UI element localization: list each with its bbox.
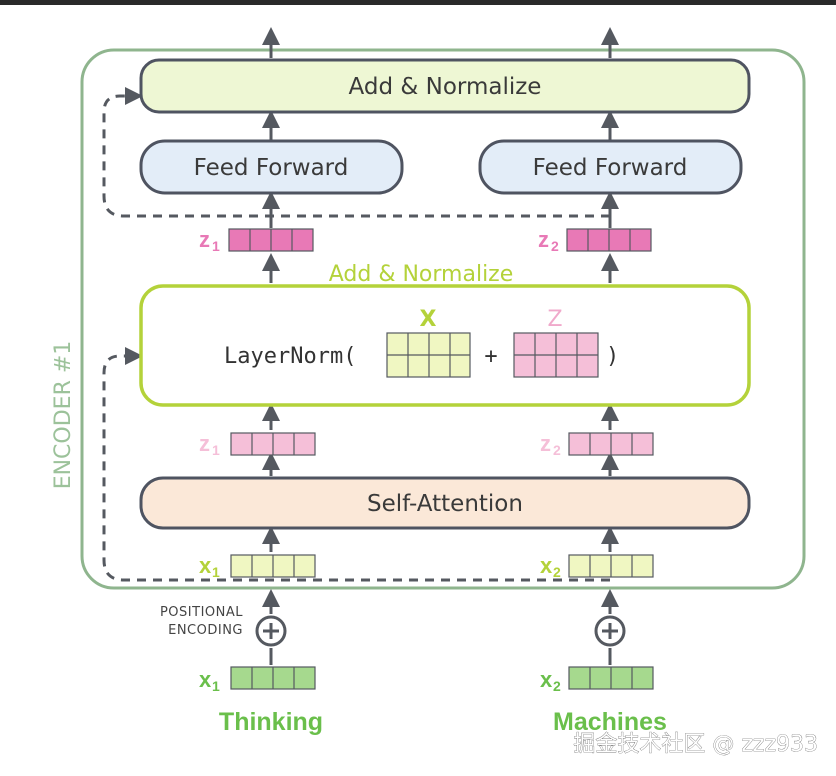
feed-forward-left-label: Feed Forward <box>194 155 349 181</box>
positional-encoding-line1: POSITIONAL <box>160 605 243 620</box>
self-attention-box <box>139 476 751 530</box>
add-normalize-top-box <box>139 58 751 114</box>
z-mid-left-letter: z <box>199 431 210 456</box>
encoder-border <box>80 48 806 590</box>
watermark-text: 掘金技术社区 @ zzz933 <box>573 732 818 757</box>
layernorm-z-label: Z <box>547 307 562 332</box>
feed-forward-right-box <box>478 139 743 195</box>
x-enc-left-letter: x <box>199 553 212 578</box>
residual-top <box>102 87 610 218</box>
feed-forward-right-label: Feed Forward <box>533 155 688 181</box>
residual-bottom <box>102 347 610 582</box>
x-emb-right-letter: x <box>540 667 553 692</box>
x-vector-enc-right: x 2 <box>540 553 654 580</box>
x-vector-emb-right: x 2 <box>540 666 654 694</box>
word-thinking: Thinking <box>219 708 323 736</box>
circle-plus-right-icon <box>594 615 626 647</box>
z-matrix <box>513 332 599 378</box>
add-normalize-top-label: Add & Normalize <box>349 74 542 100</box>
z-vector-mid-right: z 2 <box>540 431 654 458</box>
z-top-right-letter: z <box>538 227 549 252</box>
add-normalize-middle-label: Add & Normalize <box>329 262 514 287</box>
x-emb-left-sub: 1 <box>212 678 220 694</box>
x-emb-right-sub: 2 <box>553 678 561 694</box>
x-enc-right-sub: 2 <box>553 564 561 580</box>
z-vector-top-left: z 1 <box>199 227 314 254</box>
layernorm-plus: + <box>484 344 497 369</box>
residual-connections <box>102 87 610 582</box>
x-enc-left-sub: 1 <box>212 564 220 580</box>
flow-arrows <box>262 27 619 665</box>
z-top-right-sub: 2 <box>551 238 559 254</box>
z-mid-right-letter: z <box>540 431 551 456</box>
z-top-left-letter: z <box>199 227 210 252</box>
z-mid-left-sub: 1 <box>212 442 220 458</box>
z-vector-mid-left: z 1 <box>199 431 316 458</box>
circle-plus-left-icon <box>255 615 287 647</box>
z-mid-right-sub: 2 <box>553 442 561 458</box>
feed-forward-left-box <box>139 139 404 195</box>
x-matrix <box>386 332 471 378</box>
top-border-strip <box>0 0 836 5</box>
x-emb-left-letter: x <box>199 667 212 692</box>
positional-encoding-line2: ENCODING <box>168 623 243 638</box>
z-vector-top-right: z 2 <box>538 227 652 254</box>
x-vector-emb-left: x 1 <box>199 666 316 694</box>
self-attention-label: Self-Attention <box>367 491 523 517</box>
z-top-left-sub: 1 <box>212 238 220 254</box>
encoder-label: ENCODER #1 <box>51 341 76 490</box>
layernorm-prefix: LayerNorm( <box>224 344 356 369</box>
x-enc-right-letter: x <box>540 553 553 578</box>
word-machines: Machines <box>553 708 667 736</box>
x-vector-enc-left: x 1 <box>199 553 316 580</box>
layernorm-suffix: ) <box>606 344 619 369</box>
layernorm-x-label: X <box>420 307 437 332</box>
